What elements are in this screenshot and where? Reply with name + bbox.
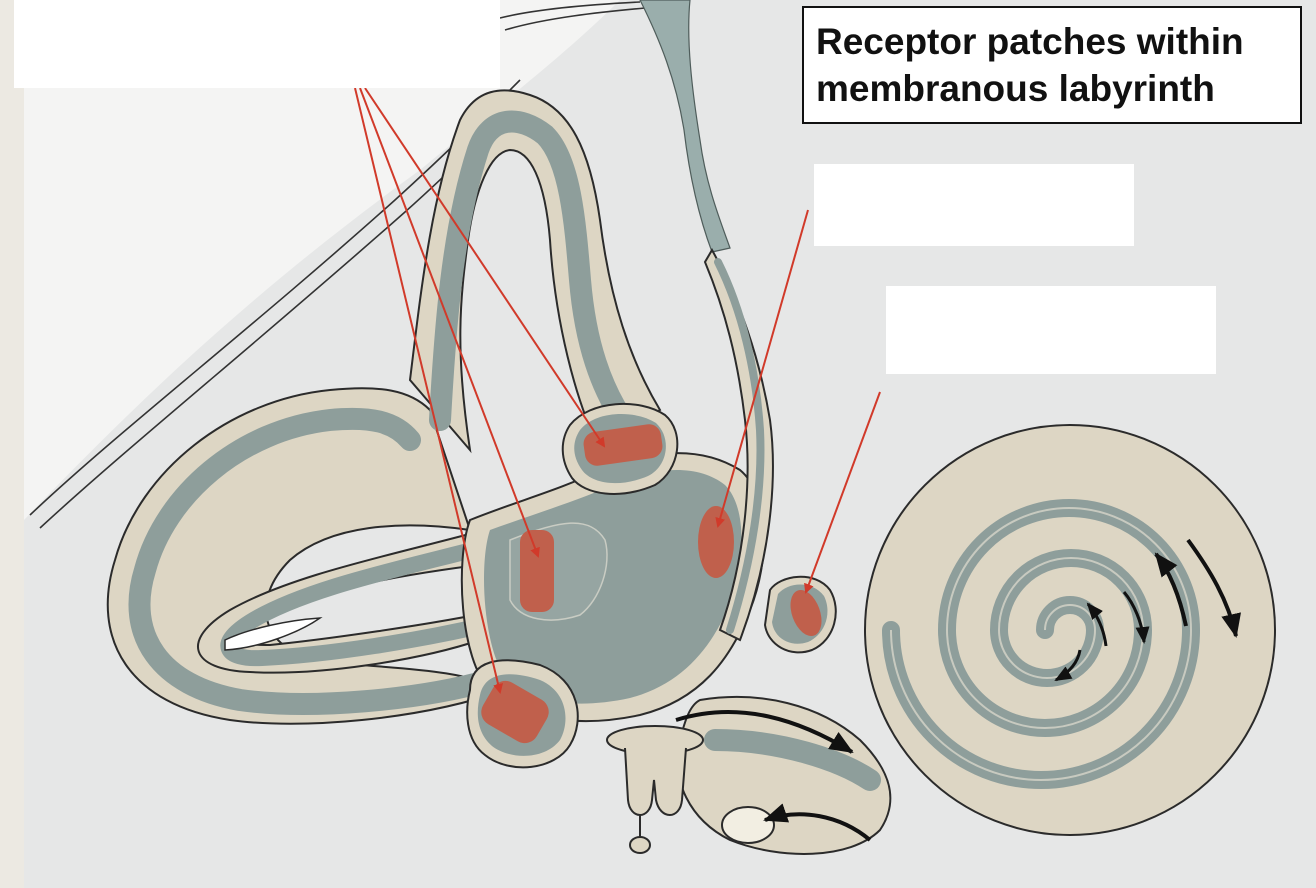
cochlea [865,425,1275,835]
round-window [722,807,774,843]
semicircular-ampullae-label-box [14,0,500,88]
diagram-title: Receptor patches within membranous labyr… [816,18,1288,112]
utricle-macula-label-box [814,164,1134,246]
receptor-patch-utricle [698,506,734,578]
saccule-macula-label-box [886,286,1216,374]
title-box: Receptor patches within membranous labyr… [802,6,1302,124]
receptor-patch-lateral-ampulla [520,530,554,612]
